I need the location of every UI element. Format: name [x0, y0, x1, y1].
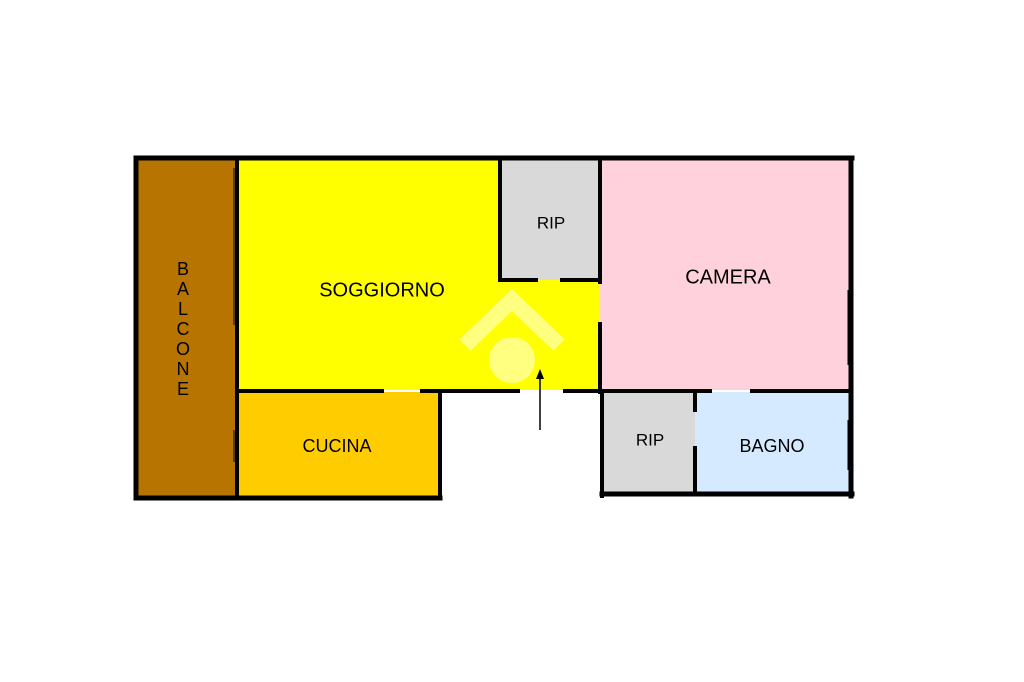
rip-top-area	[500, 158, 600, 280]
label-rip-bottom: RIP	[636, 430, 664, 449]
cucina-area	[238, 392, 440, 497]
windows	[233, 168, 849, 470]
bagno-area	[695, 392, 851, 494]
camera-area	[600, 158, 851, 390]
label-cucina: CUCINA	[302, 436, 371, 456]
rip-bottom-area	[602, 392, 695, 494]
watermark-logo-icon	[459, 288, 565, 383]
label-soggiorno: SOGGIORNO	[319, 279, 445, 301]
label-rip-top: RIP	[537, 213, 565, 232]
walls	[133, 155, 855, 501]
balcone-area	[137, 158, 236, 497]
entrance-arrow-icon	[536, 369, 544, 430]
label-camera: CAMERA	[685, 266, 771, 288]
label-bagno: BAGNO	[739, 436, 804, 456]
soggiorno-area	[238, 158, 500, 390]
